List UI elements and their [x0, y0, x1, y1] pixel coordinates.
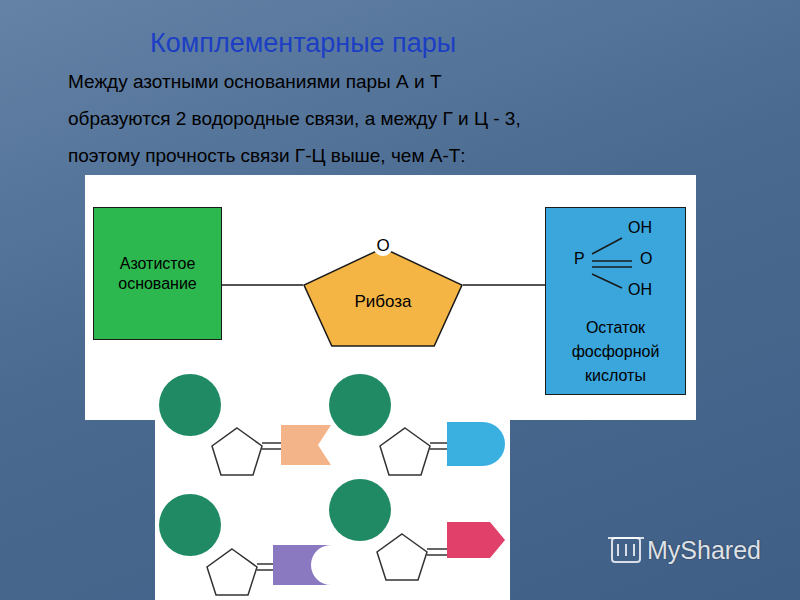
node-text: Рибоза: [303, 292, 463, 312]
body-text: Между азотными основаниями пары А и Т: [68, 71, 442, 93]
watermark: MyShared: [647, 536, 761, 565]
ribose-pentagon: OРибоза: [303, 247, 463, 347]
slide-title: Комплементарные пары: [150, 28, 456, 59]
pentagon-shape: [304, 248, 462, 346]
ring-oxygen: O: [373, 236, 393, 256]
bond-line: [592, 274, 622, 288]
formula-atom: O: [640, 250, 652, 268]
phosphate-box: OH P O OH Остаток фосфорной кислоты: [545, 207, 686, 395]
node-text: Остаток фосфорной кислоты: [554, 316, 677, 388]
formula-group: OH: [628, 219, 652, 237]
bond-line: [592, 238, 622, 254]
bond-connector: [222, 284, 303, 286]
base-box: Азотистое основание: [93, 207, 222, 340]
bond-line: [592, 260, 632, 262]
body-text: поэтому прочность связи Г-Ц выше, чем А-…: [68, 145, 466, 167]
bond-line: [592, 266, 632, 268]
watermark-icon: [608, 538, 644, 562]
body-text: образуются 2 водородные связи, а между Г…: [68, 108, 521, 130]
node-text: Азотистое основание: [100, 254, 215, 294]
bond-connector: [463, 284, 545, 286]
formula-group: OH: [628, 281, 652, 299]
formula-atom: P: [574, 250, 585, 268]
